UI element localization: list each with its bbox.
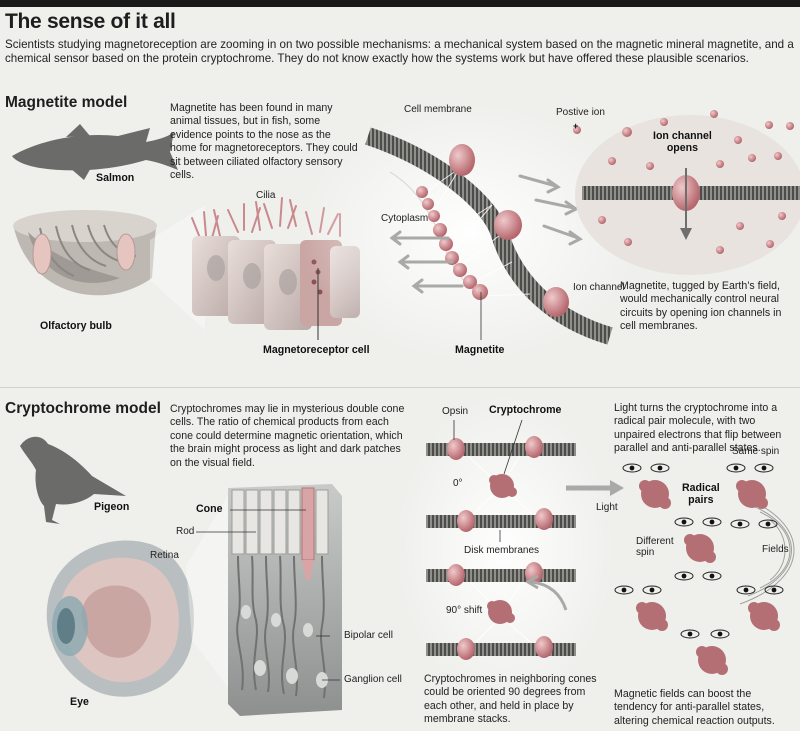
label-magnetoreceptor-cell: Magnetoreceptor cell bbox=[263, 344, 370, 356]
label-cell-membrane: Cell membrane bbox=[404, 104, 472, 115]
magnetite-intro: Magnetite has been found in many animal … bbox=[170, 102, 358, 182]
disk-glow bbox=[395, 393, 615, 703]
label-ion-channel: Ion channel bbox=[573, 282, 625, 293]
label-light: Light bbox=[596, 502, 618, 513]
ion-channel-opens-line1: Ion channel bbox=[653, 130, 712, 142]
label-ganglion-cell: Ganglion cell bbox=[344, 674, 402, 685]
label-fields: Fields bbox=[762, 544, 789, 555]
radical-pair-molecules bbox=[636, 480, 780, 675]
cryptochrome-orientation-note: Cryptochromes in neighboring cones could… bbox=[424, 673, 597, 726]
label-salmon: Salmon bbox=[96, 172, 135, 184]
retina-zoom-wedge bbox=[186, 492, 230, 690]
pigeon-silhouette bbox=[20, 436, 126, 524]
radical-pairs-line1: Radical bbox=[682, 482, 720, 494]
label-bipolar-cell: Bipolar cell bbox=[344, 630, 393, 641]
label-cryptochrome: Cryptochrome bbox=[489, 404, 562, 416]
retina-block-illustration bbox=[228, 484, 342, 716]
page-title: The sense of it all bbox=[5, 10, 176, 33]
eye-illustration bbox=[46, 540, 194, 697]
disk-membranes-illustration bbox=[426, 436, 576, 660]
magnetite-explanation: Magnetite, tugged by Earth’s field, woul… bbox=[620, 280, 782, 333]
label-ion-channel-opens: Ion channel opens bbox=[653, 130, 712, 154]
rotation-arrow-head bbox=[525, 574, 539, 590]
cryptochrome-light-note: Light turns the cryptochrome into a radi… bbox=[614, 402, 782, 455]
section-divider bbox=[0, 387, 800, 388]
label-eye: Eye bbox=[70, 696, 89, 708]
label-pigeon: Pigeon bbox=[94, 501, 130, 513]
salmon-silhouette bbox=[12, 124, 178, 180]
cryptochrome-section-title: Cryptochrome model bbox=[5, 400, 161, 417]
flow-arrows-cytoplasm bbox=[389, 174, 583, 294]
zoom-wedge bbox=[150, 205, 205, 330]
cryptochrome-intro: Cryptochromes may lie in mysterious doub… bbox=[170, 403, 405, 469]
ion-channel-panel bbox=[573, 110, 800, 275]
page-subtitle: Scientists studying magnetoreception are… bbox=[5, 38, 794, 65]
electron-dots bbox=[621, 465, 777, 637]
label-opsin: Opsin bbox=[442, 406, 469, 417]
label-cytoplasm: Cytoplasm bbox=[381, 213, 429, 224]
label-magnetite: Magnetite bbox=[455, 344, 505, 356]
label-radical-pairs: Radical pairs bbox=[682, 482, 720, 506]
light-arrow-head bbox=[610, 480, 624, 496]
label-zero-degrees: 0° bbox=[453, 478, 463, 489]
magnetite-section-title: Magnetite model bbox=[5, 94, 128, 111]
label-cilia: Cilia bbox=[256, 190, 276, 201]
different-spin-line2: spin bbox=[636, 547, 655, 558]
leader-lines-cryptochrome bbox=[196, 419, 523, 681]
rotation-arrow bbox=[531, 580, 568, 611]
electron-spin-markers bbox=[614, 463, 784, 639]
label-retina: Retina bbox=[150, 550, 179, 561]
label-ninety-shift: 90° shift bbox=[446, 605, 483, 616]
label-positive-ion: Postive ion bbox=[556, 107, 605, 118]
olfactory-bulb-illustration bbox=[13, 210, 157, 296]
label-disk-membranes: Disk membranes bbox=[464, 545, 540, 556]
radical-pairs-line2: pairs bbox=[688, 494, 714, 506]
cell-membrane-illustration bbox=[365, 127, 613, 345]
different-spin-line1: Different bbox=[636, 536, 674, 547]
label-same-spin: Same spin bbox=[732, 446, 780, 457]
label-olfactory-bulb: Olfactory bulb bbox=[40, 320, 112, 332]
label-different-spin: Different spin bbox=[636, 536, 674, 558]
label-rod: Rod bbox=[176, 526, 195, 537]
cryptochrome-field-note: Magnetic fields can boost the tendency f… bbox=[614, 688, 775, 727]
positive-ion-plus: + bbox=[573, 121, 579, 131]
top-rule bbox=[0, 0, 800, 7]
ion-channel-opens-line2: opens bbox=[666, 142, 699, 154]
label-cone: Cone bbox=[196, 503, 223, 515]
